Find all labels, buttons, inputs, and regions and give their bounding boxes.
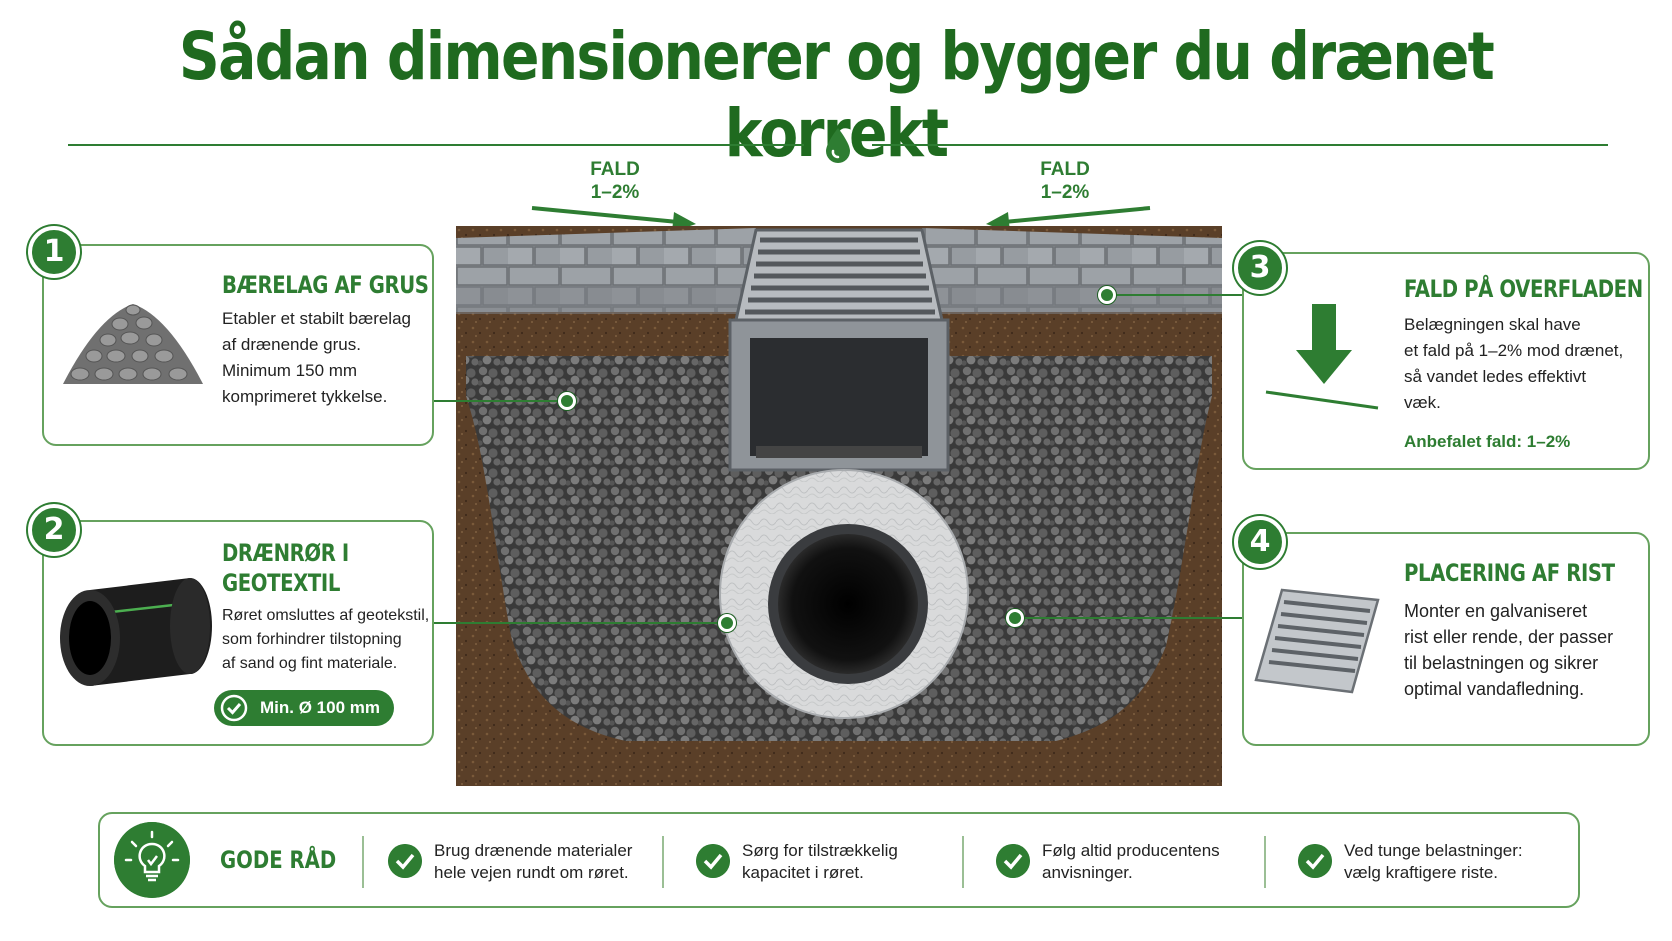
connector-3-dot: [1098, 286, 1116, 304]
recommended-fall: Anbefalet fald: 1–2%: [1404, 432, 1571, 451]
tip-item: Ved tunge belastninger: vælg kraftigere …: [1344, 840, 1523, 884]
tip-line: kapacitet i røret.: [742, 863, 864, 882]
tip-item: Sørg for tilstrækkelig kapacitet i røret…: [742, 840, 898, 884]
card-2-line: af sand og fint materiale.: [222, 655, 398, 672]
tip-line: Følg altid producentens: [1042, 841, 1220, 860]
tip-line: Sørg for tilstrækkelig: [742, 841, 898, 860]
card-2-title-line: GEOTEXTIL: [222, 569, 340, 597]
connector-1: [434, 400, 562, 402]
tip-divider: [962, 836, 964, 888]
card-3-line: så vandet ledes effektivt: [1404, 367, 1587, 386]
tip-line: hele vejen rundt om røret.: [434, 863, 629, 882]
tips-bar: GODE RÅD Brug drænende materialer hele v…: [98, 812, 1580, 908]
min-diameter-badge: Min. Ø 100 mm: [214, 690, 394, 726]
tip-line: Ved tunge belastninger:: [1344, 841, 1523, 860]
min-diameter-badge-text: Min. Ø 100 mm: [260, 698, 380, 717]
check-icon: [1298, 844, 1332, 878]
fall-left-label: FALD: [590, 159, 640, 180]
connector-2-dot: [718, 614, 736, 632]
title-divider-right: [872, 144, 1608, 146]
card-3-title: FALD PÅ OVERFLADEN: [1404, 275, 1643, 303]
fall-right-label: FALD: [1040, 159, 1090, 180]
down-arrow-icon: [1265, 304, 1379, 410]
step-number-4: 4: [1234, 516, 1286, 568]
grate-icon: [1254, 588, 1380, 694]
card-3-line: væk.: [1404, 393, 1441, 412]
check-icon: [220, 694, 248, 722]
step-number-3: 3: [1234, 242, 1286, 294]
card-1-line: af drænende grus.: [222, 335, 361, 354]
card-1-title: BÆRELAG AF GRUS: [222, 271, 429, 299]
tip-line: vælg kraftigere riste.: [1344, 863, 1498, 882]
card-4-line: Monter en galvaniseret: [1404, 601, 1588, 621]
connector-4: [1022, 617, 1242, 619]
card-2-line: Røret omsluttes af geotekstil,: [222, 607, 430, 624]
connector-4-dot: [1006, 609, 1024, 627]
card-2-line: som forhindrer tilstopning: [222, 631, 402, 648]
fall-left-value: 1–2%: [590, 182, 640, 203]
card-4-line: rist eller rende, der passer: [1404, 627, 1614, 647]
tip-item: Brug drænende materialer hele vejen rund…: [434, 840, 632, 884]
card-4-title: PLACERING AF RIST: [1404, 559, 1615, 587]
check-icon: [996, 844, 1030, 878]
card-2-title: DRÆNRØR I GEOTEXTIL: [222, 538, 349, 598]
card-1-text: Etabler et stabilt bærelag af drænende g…: [222, 306, 411, 410]
card-2-title-line: DRÆNRØR I: [222, 539, 349, 567]
tips-title: GODE RÅD: [220, 846, 337, 874]
card-surface-fall: FALD PÅ OVERFLADEN Belægningen skal have…: [1242, 252, 1650, 470]
check-icon: [696, 844, 730, 878]
tip-item: Følg altid producentens anvisninger.: [1042, 840, 1220, 884]
fall-right-value: 1–2%: [1040, 182, 1090, 203]
card-4-text: Monter en galvaniseret rist eller rende,…: [1404, 598, 1613, 702]
card-1-line: Minimum 150 mm: [222, 361, 358, 380]
step-number-1: 1: [28, 226, 80, 278]
card-3-line: Belægningen skal have: [1404, 315, 1581, 334]
connector-1-dot: [558, 392, 576, 410]
title-divider-left: [68, 144, 804, 146]
card-3-line: et fald på 1–2% mod drænet,: [1404, 341, 1624, 360]
card-4-line: optimal vandafledning.: [1404, 679, 1585, 699]
check-icon: [388, 844, 422, 878]
drain-cross-section: [456, 226, 1222, 786]
card-1-line: Etabler et stabilt bærelag: [222, 309, 411, 328]
connector-2: [434, 622, 722, 624]
card-1-line: komprimeret tykkelse.: [222, 387, 388, 406]
tip-line: Brug drænende materialer: [434, 841, 633, 860]
water-drop-icon: [826, 128, 850, 163]
card-3-text: Belægningen skal have et fald på 1–2% mo…: [1404, 312, 1623, 416]
card-gravel-base: BÆRELAG AF GRUS Etabler et stabilt bærel…: [42, 244, 434, 446]
pipe-icon: [60, 578, 212, 686]
step-number-2: 2: [28, 504, 80, 556]
connector-3: [1114, 294, 1242, 296]
tip-divider: [1264, 836, 1266, 888]
lightbulb-icon: [114, 822, 190, 898]
tip-line: anvisninger.: [1042, 863, 1133, 882]
fall-label-left: FALD 1–2%: [550, 158, 680, 204]
tip-divider: [662, 836, 664, 888]
card-grate-placement: PLACERING AF RIST Monter en galvaniseret…: [1242, 532, 1650, 746]
gravel-pile-icon: [63, 304, 203, 384]
tip-divider: [362, 836, 364, 888]
fall-label-right: FALD 1–2%: [1000, 158, 1130, 204]
card-4-line: til belastningen og sikrer: [1404, 653, 1599, 673]
card-2-text: Røret omsluttes af geotekstil, som forhi…: [222, 604, 429, 676]
